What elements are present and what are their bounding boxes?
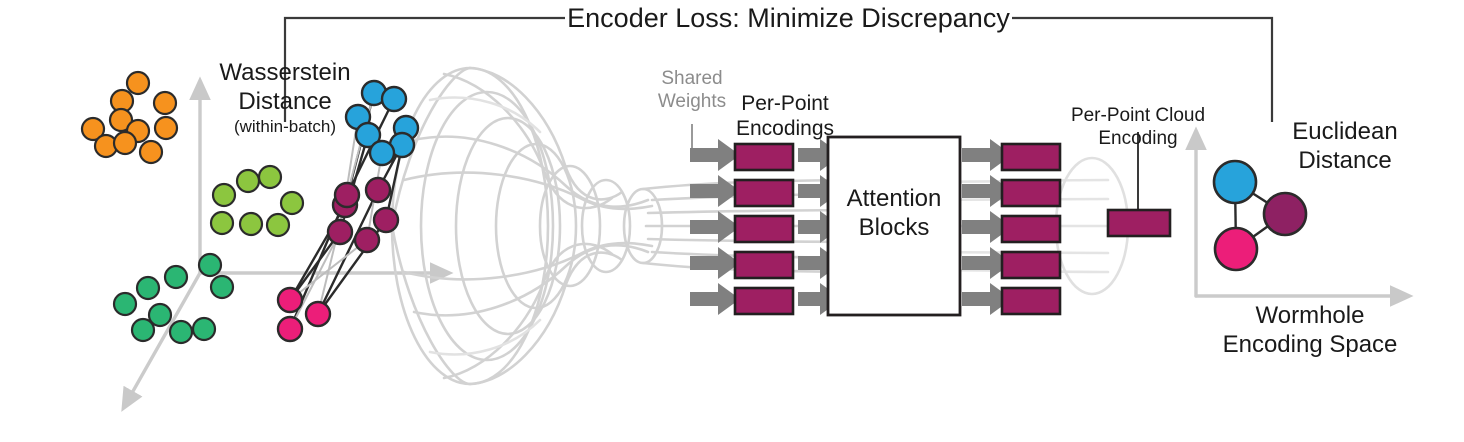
output-bar-2 xyxy=(1000,178,1062,208)
attention-blocks-label-line2: Blocks xyxy=(858,214,930,241)
per-point-bar-2 xyxy=(733,178,795,208)
per-point-bar-3 xyxy=(733,214,795,244)
arrow-in-1 xyxy=(690,139,740,171)
attention-blocks-label-line1: Attention xyxy=(846,185,942,212)
per-point-bar-4 xyxy=(733,250,795,280)
light-green-cluster xyxy=(209,164,305,238)
output-bar-1 xyxy=(1000,142,1062,172)
arrow-out-3 xyxy=(962,211,1012,243)
orange-cluster xyxy=(80,70,179,165)
arrow-in-5 xyxy=(690,283,740,315)
arrows-from-attention xyxy=(962,139,1012,315)
per-point-cloud-encoding-label-line2: Encoding xyxy=(1098,128,1178,149)
arrow-out-5 xyxy=(962,283,1012,315)
wasserstein-label-line1: Wasserstein xyxy=(219,59,351,86)
encoding-space-graph xyxy=(1212,159,1308,272)
shared-weights-label-line1: Shared xyxy=(661,68,723,89)
per-point-cloud-encoding-label-line1: Per-Point Cloud xyxy=(1070,105,1206,126)
per-point-cloud-encoding-bar xyxy=(1106,208,1172,238)
attention-output-group xyxy=(962,139,1062,316)
attention-output-bars xyxy=(1000,142,1062,316)
arrow-out-4 xyxy=(962,247,1012,279)
attention-blocks-box xyxy=(826,135,962,317)
encoder-loss-bracket xyxy=(283,16,1274,122)
per-point-encodings-label-line2: Encodings xyxy=(735,117,835,140)
per-point-encoding-bars xyxy=(733,142,795,316)
per-point-encodings-label-line1: Per-Point xyxy=(741,92,829,115)
arrow-in-3 xyxy=(690,211,740,243)
wasserstein-sublabel: (within-batch) xyxy=(233,117,337,136)
arrow-out-1 xyxy=(962,139,1012,171)
per-point-bar-1 xyxy=(733,142,795,172)
output-bar-3 xyxy=(1000,214,1062,244)
output-bar-5 xyxy=(1000,286,1062,316)
arrow-in-4 xyxy=(690,247,740,279)
node-blue-cloud xyxy=(1212,159,1258,205)
shared-weights-label-line2: Weights xyxy=(657,91,727,112)
batch-blue-points xyxy=(344,79,420,167)
node-magenta-cloud xyxy=(1262,191,1308,237)
pipeline-row-group xyxy=(690,139,842,316)
wormhole-space-label-line1: Wormhole xyxy=(1255,302,1365,329)
encoding-space-axes xyxy=(1185,126,1414,307)
wasserstein-label-line2: Distance xyxy=(238,88,332,115)
input-arrows xyxy=(690,139,740,315)
batch-magenta-points xyxy=(326,176,400,254)
euclidean-distance-label-line2: Distance xyxy=(1298,147,1392,174)
arrow-out-2 xyxy=(962,175,1012,207)
encoder-loss-title: Encoder Loss: Minimize Discrepancy xyxy=(567,3,1010,33)
wormhole-space-label-line2: Encoding Space xyxy=(1222,331,1398,358)
output-bar-4 xyxy=(1000,250,1062,280)
teal-cluster xyxy=(112,252,235,345)
batch-pink-points xyxy=(276,286,332,343)
node-pink-cloud xyxy=(1213,226,1259,272)
arrow-in-2 xyxy=(690,175,740,207)
euclidean-distance-label-line1: Euclidean xyxy=(1292,118,1398,145)
input-space-axes xyxy=(121,76,454,412)
per-point-bar-5 xyxy=(733,286,795,316)
